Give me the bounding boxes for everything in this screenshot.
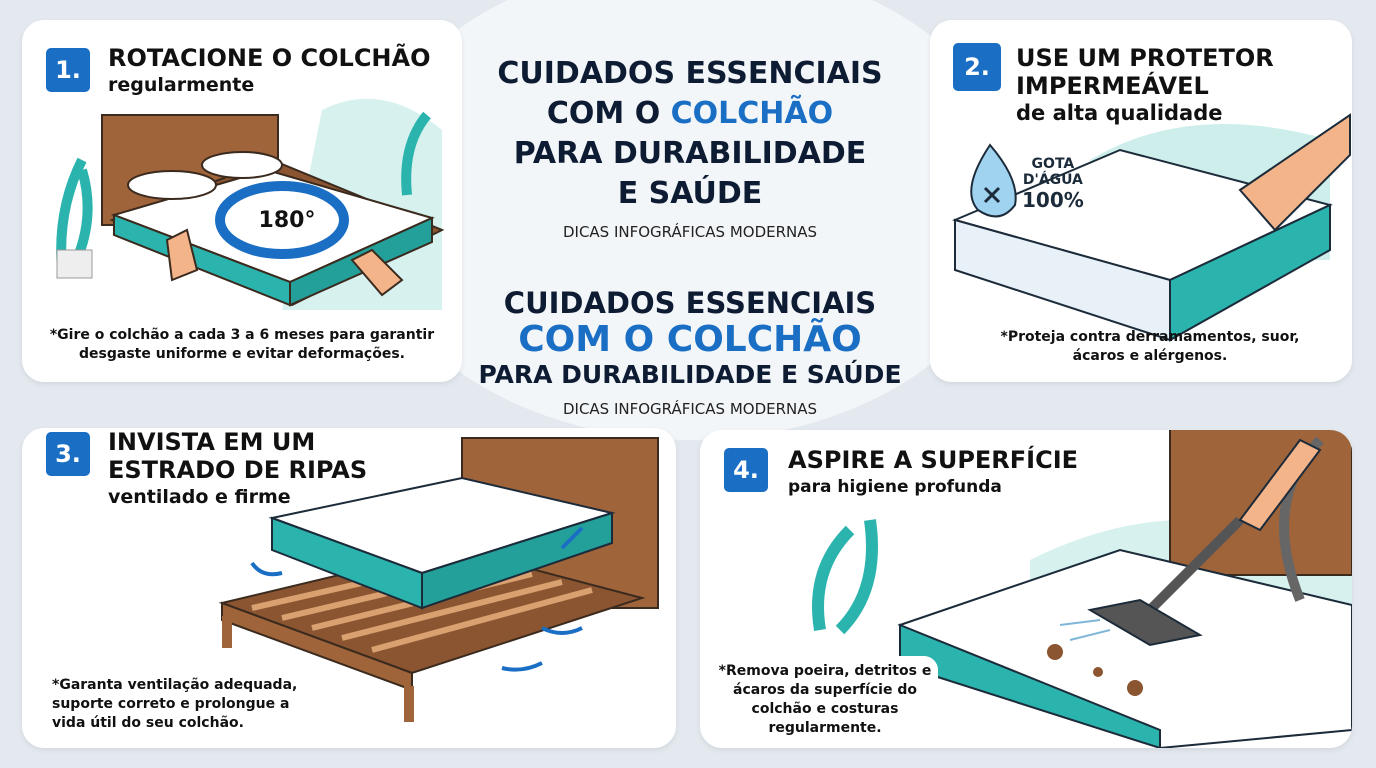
- step-badge: 2.: [953, 43, 1001, 91]
- drop-percent: 100%: [1022, 188, 1084, 212]
- title-line: COM O: [546, 96, 671, 131]
- title-highlight: COM O COLCHÃO: [518, 319, 862, 360]
- title-line: PARA DURABILIDADE E SAÚDE: [478, 360, 902, 389]
- tip-subtitle: regularmente: [108, 74, 255, 96]
- tip-note: *Proteja contra derramamentos, suor, áca…: [1000, 329, 1300, 364]
- tip-note: *Gire o colchão a cada 3 a 6 meses para …: [49, 327, 435, 362]
- tip-title-text: ROTACIONE O COLCHÃO: [108, 44, 431, 72]
- tip-title: ASPIRE A SUPERFÍCIE para higiene profunda: [788, 446, 1078, 500]
- tip-subtitle: para higiene profunda: [788, 477, 1002, 497]
- rotate-mattress-illustration: 180°: [56, 98, 445, 310]
- note-backdrop: [708, 656, 938, 742]
- rotation-label: 180°: [259, 208, 316, 233]
- background-blob: [360, 0, 1020, 440]
- tip-subtitle: de alta qualidade: [1016, 101, 1223, 125]
- water-drop-icon: [970, 143, 1017, 218]
- protector-illustration: [951, 113, 1351, 342]
- vacuum-illustration: [812, 430, 1352, 748]
- step-badge: 1.: [46, 48, 90, 92]
- drop-text: D'ÁGUA: [1022, 172, 1083, 188]
- title-line: E SAÚDE: [617, 176, 763, 211]
- title-highlight: COLCHÃO: [670, 96, 834, 131]
- tip-title-text: ASPIRE A SUPERFÍCIE: [788, 446, 1079, 474]
- step-badge: 3.: [46, 432, 90, 476]
- title-line: PARA DURABILIDADE: [513, 136, 867, 171]
- title-line: CUIDADOS ESSENCIAIS: [503, 286, 877, 320]
- tagline: DICAS INFOGRÁFICAS MODERNAS: [562, 223, 818, 241]
- title-line: CUIDADOS ESSENCIAIS: [497, 56, 883, 91]
- tip-title-text: USE UM PROTETOR IMPERMEÁVEL: [1016, 44, 1274, 100]
- tip-note: *Remova poeira, detritos e ácaros da sup…: [718, 663, 932, 736]
- tip-card-vacuum: 4. ASPIRE A SUPERFÍCIE para higiene profu…: [700, 430, 1352, 748]
- tip-title-text: INVISTA EM UM ESTRADO DE RIPAS: [108, 428, 368, 484]
- slatted-bed-icon: [218, 437, 659, 722]
- waterproof-label: GOTA D'ÁGUA 100%: [1022, 156, 1084, 212]
- rotate-arrows-icon: [215, 181, 349, 259]
- tip-note: *Garanta ventilação adequada, suporte co…: [52, 677, 298, 731]
- main-title-alt: CUIDADOS ESSENCIAIS COM O COLCHÃO PARA D…: [460, 286, 920, 390]
- tagline-alt: DICAS INFOGRÁFICAS MODERNAS: [562, 400, 818, 418]
- step-badge: 4.: [724, 448, 768, 492]
- drop-text: GOTA: [1031, 156, 1075, 172]
- tip-subtitle: ventilado e firme: [108, 486, 291, 508]
- main-title: CUIDADOS ESSENCIAIS COM O COLCHÃO PARA D…: [460, 54, 920, 214]
